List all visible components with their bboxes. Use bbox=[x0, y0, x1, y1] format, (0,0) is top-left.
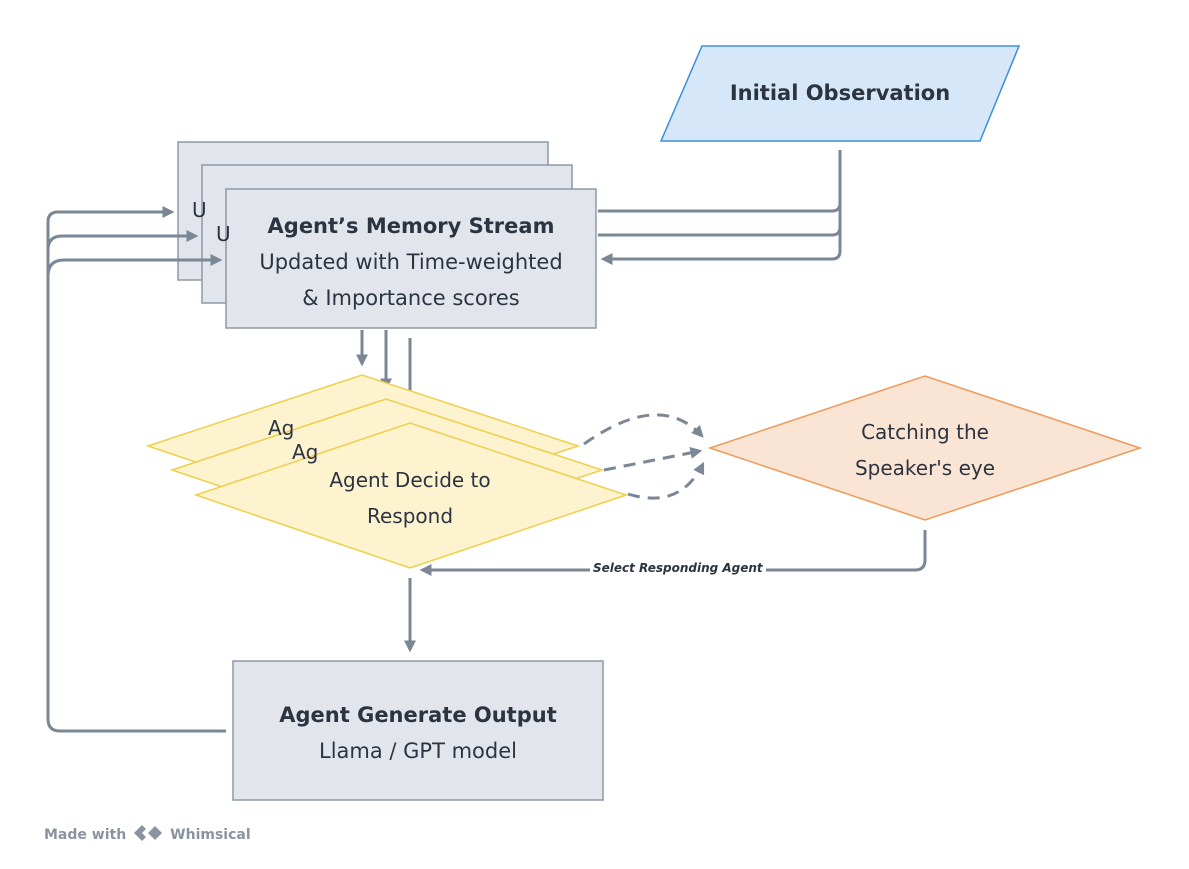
generate-output-text: Agent Generate Output Llama / GPT model bbox=[233, 697, 603, 769]
memory-stream-box[interactable] bbox=[225, 188, 597, 329]
decide-to-eye-dashed-connectors bbox=[583, 413, 705, 500]
speaker-eye-diamond[interactable] bbox=[707, 375, 1143, 521]
whimsical-brand-label: Whimsical bbox=[170, 827, 251, 843]
made-with-label: Made with bbox=[44, 827, 127, 843]
decide-line-2: Respond bbox=[366, 504, 454, 528]
initial-observation-shape[interactable] bbox=[659, 45, 1021, 142]
speaker-eye-line-1: Catching the bbox=[861, 420, 989, 444]
whimsical-logo-icon bbox=[132, 823, 164, 847]
feedback-loop-connectors bbox=[46, 206, 226, 733]
memory-stream-middle-fragment: U bbox=[216, 222, 231, 246]
memory-stream-line-1: Updated with Time-weighted bbox=[259, 250, 563, 274]
speaker-eye-line-2: Speaker's eye bbox=[854, 456, 996, 480]
generate-output-box[interactable] bbox=[232, 660, 604, 801]
observation-to-memory-connectors bbox=[598, 150, 842, 265]
decide-diamond[interactable] bbox=[193, 422, 629, 569]
generate-output-subtitle: Llama / GPT model bbox=[319, 739, 517, 763]
select-responding-agent-connector bbox=[419, 530, 927, 576]
decide-back-fragment: Ag bbox=[268, 416, 295, 440]
memory-stream-line-2: & Importance scores bbox=[302, 286, 520, 310]
generate-output-title: Agent Generate Output bbox=[279, 703, 557, 727]
memory-stream-text: Agent’s Memory Stream Updated with Time-… bbox=[226, 208, 596, 316]
decide-line-1: Agent Decide to bbox=[329, 468, 491, 492]
decide-middle-fragment: Ag bbox=[292, 440, 319, 464]
speaker-eye-text: Catching the Speaker's eye bbox=[815, 414, 1035, 486]
memory-stream-title: Agent’s Memory Stream bbox=[267, 214, 555, 238]
memory-stream-back-fragment: U bbox=[192, 198, 207, 222]
select-responding-agent-label: Select Responding Agent bbox=[590, 561, 766, 575]
initial-observation-label: Initial Observation bbox=[729, 81, 951, 105]
decide-text: Agent Decide to Respond bbox=[300, 462, 520, 534]
made-with-whimsical-footer[interactable]: Made with Whimsical bbox=[44, 823, 251, 847]
